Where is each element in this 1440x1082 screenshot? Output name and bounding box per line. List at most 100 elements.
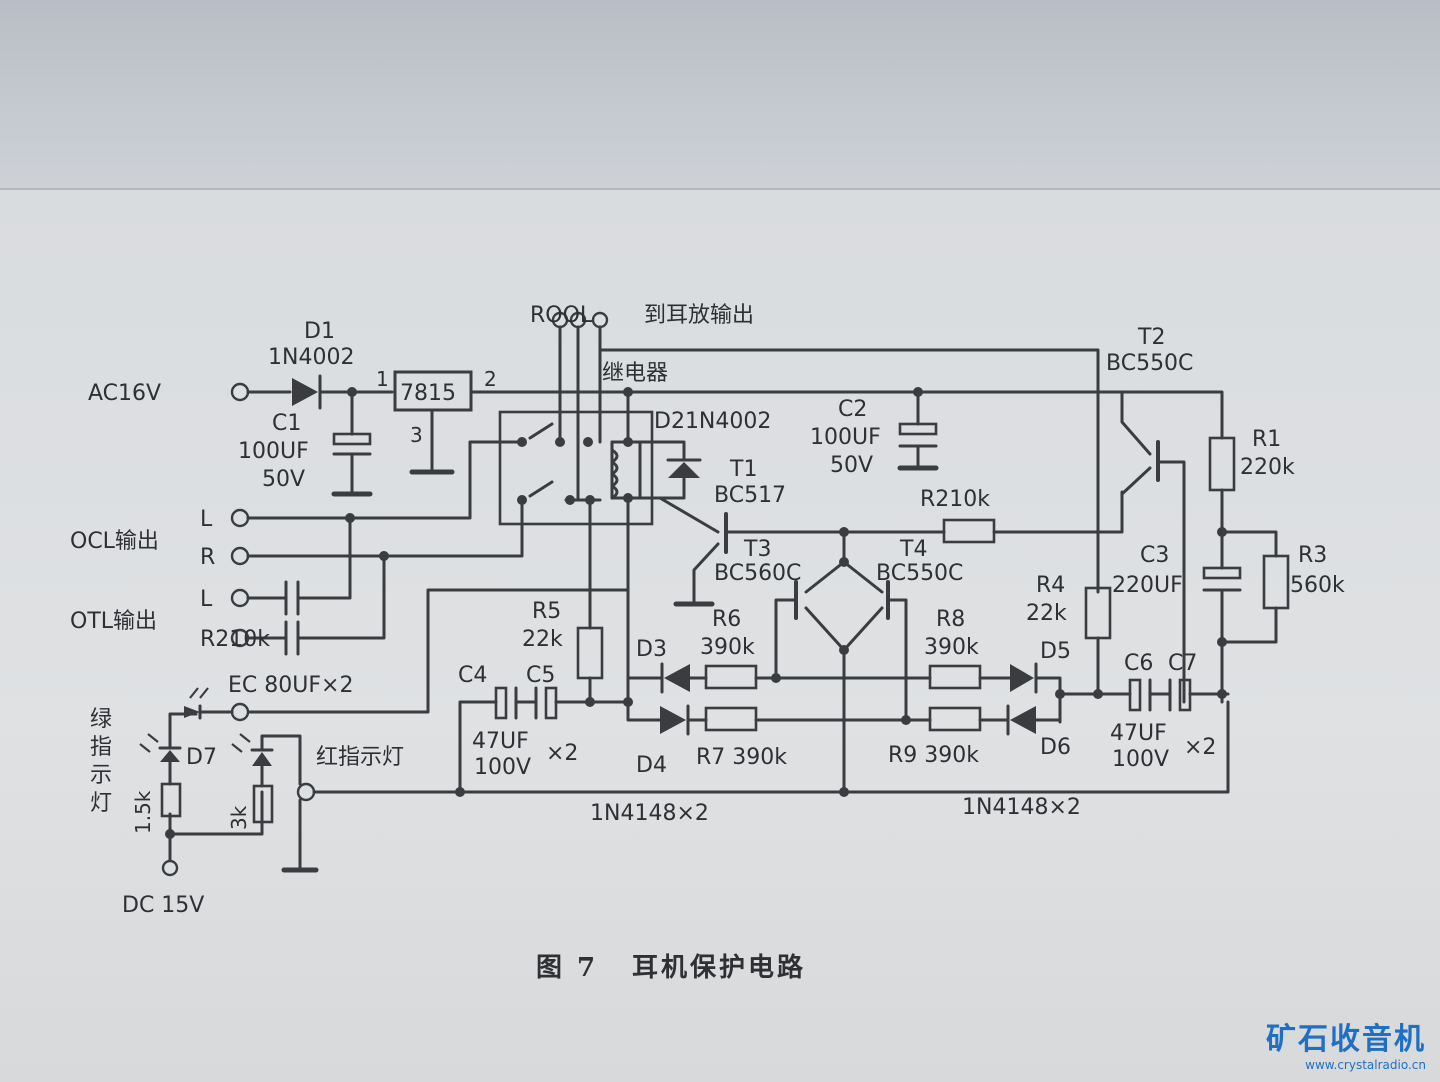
label-to-amp: 到耳放输出 [644, 303, 754, 328]
label-r7: R7 390k [696, 745, 787, 770]
label-c45-voltage: 100V [474, 755, 531, 780]
label-pin1: 1 [376, 367, 389, 391]
label-r5-value: 22k [522, 627, 563, 652]
label-green-lamp-4: 灯 [90, 791, 112, 816]
label-c4: C4 [458, 663, 487, 688]
label-c2-voltage: 50V [830, 453, 873, 478]
t3-t4-bridge [774, 530, 908, 794]
label-ocl-r: R [200, 545, 215, 570]
label-r4-value: 22k [1026, 601, 1067, 626]
label-dc15v: DC 15V [122, 893, 204, 918]
label-c1-voltage: 50V [262, 467, 305, 492]
label-t1-part: BC517 [714, 483, 786, 508]
label-c45-mult: ×2 [546, 741, 578, 766]
red-lamp-terminal [296, 782, 316, 802]
label-t3: T3 [743, 537, 771, 562]
label-diodes-right: 1N4148×2 [962, 795, 1081, 820]
label-r5: R5 [532, 599, 561, 624]
label-c67-mult: ×2 [1184, 735, 1216, 760]
label-ac16v: AC16V [88, 381, 161, 406]
dc15v-terminal [161, 859, 179, 877]
label-c3-value: 220UF [1112, 573, 1183, 598]
label-c7: C7 [1168, 651, 1197, 676]
d2-diode [626, 440, 702, 500]
label-t1: T1 [729, 457, 757, 482]
label-t4-part: BC550C [876, 561, 963, 586]
label-pin3: 3 [410, 423, 423, 447]
label-1-5k: 1.5k [131, 790, 155, 834]
c1-capacitor [331, 390, 373, 497]
ocl-l-terminal [230, 508, 250, 528]
label-c67-value: 47UF [1110, 721, 1167, 746]
label-r8: R8 [936, 607, 965, 632]
input-section [230, 440, 630, 714]
lamp-terminal [230, 702, 250, 722]
label-d2: D21N4002 [654, 409, 771, 434]
label-pin2: 2 [484, 367, 497, 391]
watermark-title: 矿石收音机 [1266, 1022, 1426, 1057]
label-d7: D7 [186, 745, 217, 770]
terminal-l [591, 311, 609, 329]
label-otl-r: R210k [200, 627, 270, 652]
label-r3: R3 [1298, 543, 1327, 568]
label-d4: D4 [636, 753, 667, 778]
label-d1: D1 [304, 319, 335, 344]
label-r6-value: 390k [700, 635, 755, 660]
label-d3: D3 [636, 637, 667, 662]
label-d6: D6 [1040, 735, 1071, 760]
label-d5: D5 [1040, 639, 1071, 664]
watermark: 矿石收音机 www.crystalradio.cn [1266, 1014, 1426, 1072]
label-t3-part: BC560C [714, 561, 801, 586]
t2-section [1084, 390, 1290, 704]
d1-diode [292, 374, 322, 410]
supply-section [230, 348, 1142, 594]
label-3k: 3k [227, 805, 251, 830]
label-otl: OTL输出 [70, 609, 157, 634]
indicator-section [139, 687, 1230, 877]
label-r1-value: 220k [1240, 455, 1295, 480]
ac16v-terminal [230, 382, 250, 402]
ocl-r-terminal [230, 546, 250, 566]
label-c67-voltage: 100V [1112, 747, 1169, 772]
c2-capacitor [897, 390, 939, 471]
label-c2-value: 100UF [810, 425, 881, 450]
label-green-lamp-1: 绿 [90, 707, 112, 732]
relay-section [498, 311, 702, 704]
label-green-lamp-2: 指 [90, 735, 112, 760]
label-otl-l: L [200, 587, 213, 612]
otl-l-terminal [230, 588, 250, 608]
label-r9: R9 390k [888, 743, 979, 768]
label-r2: R210k [920, 487, 990, 512]
circuit-schematic: AC16V D1 1N4002 1 2 3 7815 C1 100UF 50V … [70, 303, 1345, 983]
photo-background [0, 0, 1440, 200]
label-c2: C2 [838, 397, 867, 422]
label-r8-value: 390k [924, 635, 979, 660]
figure-title: 耳机保护电路 [632, 952, 806, 983]
label-r3-value: 560k [1290, 573, 1345, 598]
relay-box [498, 410, 654, 526]
sense-network [458, 498, 1230, 794]
label-c6: C6 [1124, 651, 1153, 676]
label-regulator: 7815 [400, 381, 456, 406]
label-ocl-l: L [200, 507, 213, 532]
label-c5: C5 [526, 663, 555, 688]
watermark-url: www.crystalradio.cn [1305, 1058, 1426, 1072]
label-c1: C1 [272, 411, 301, 436]
label-c45-value: 47UF [472, 729, 529, 754]
figure-number: 图 7 [536, 953, 598, 983]
label-diodes-left: 1N4148×2 [590, 801, 709, 826]
label-d1-part: 1N4002 [268, 345, 354, 370]
label-t2-part: BC550C [1106, 351, 1193, 376]
label-c3: C3 [1140, 543, 1169, 568]
label-r4: R4 [1036, 573, 1065, 598]
book-page: AC16V D1 1N4002 1 2 3 7815 C1 100UF 50V … [0, 188, 1440, 1082]
label-r6: R6 [712, 607, 741, 632]
label-green-lamp-3: 示 [90, 763, 112, 788]
labels: AC16V D1 1N4002 1 2 3 7815 C1 100UF 50V … [70, 303, 1345, 983]
label-t2: T2 [1137, 325, 1165, 350]
label-relay: 继电器 [602, 361, 668, 386]
label-c1-value: 100UF [238, 439, 309, 464]
label-rol: ROOL [530, 303, 593, 328]
label-t4: T4 [899, 537, 927, 562]
label-red-lamp: 红指示灯 [316, 745, 404, 770]
